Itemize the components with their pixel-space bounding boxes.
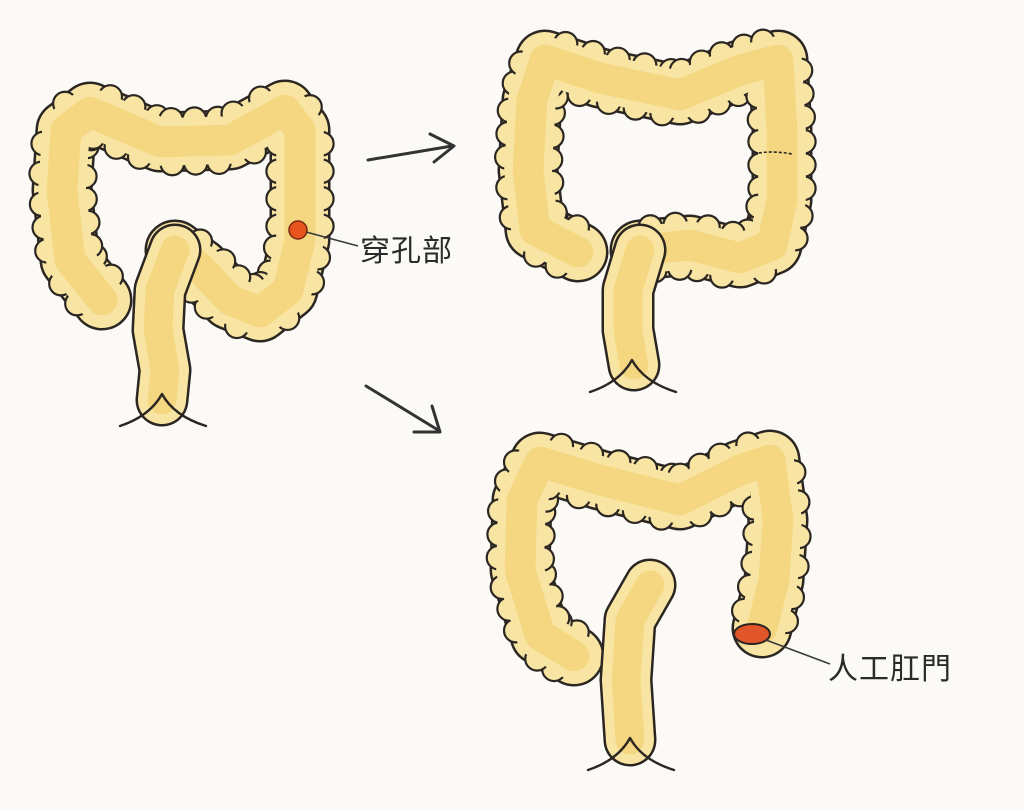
perforation-label: 穿孔部	[360, 234, 453, 269]
colon-original	[28, 79, 335, 428]
arrow-right-icon	[366, 132, 456, 164]
colon-stoma-body	[485, 429, 812, 687]
stoma-opening	[733, 623, 771, 645]
stoma-label: 人工肛門	[828, 652, 952, 687]
anus-original	[118, 392, 208, 428]
anus-stoma	[586, 736, 676, 772]
colon-with-stoma	[485, 429, 812, 772]
perforation-spot	[288, 220, 308, 240]
colon-resected-body	[494, 28, 817, 289]
colon-resected-anastomosis	[494, 28, 817, 394]
colon-original-rectum	[131, 223, 202, 427]
colon-original-body	[28, 79, 335, 343]
anastomosis-line	[753, 151, 793, 155]
perforation-leader-line	[305, 231, 359, 247]
arrow-down-right-icon	[364, 384, 442, 434]
colon-stump-rectum	[599, 558, 677, 767]
anus-resected	[588, 358, 678, 394]
stoma-leader-line	[765, 639, 831, 665]
colon-resected-rectum	[601, 223, 667, 392]
